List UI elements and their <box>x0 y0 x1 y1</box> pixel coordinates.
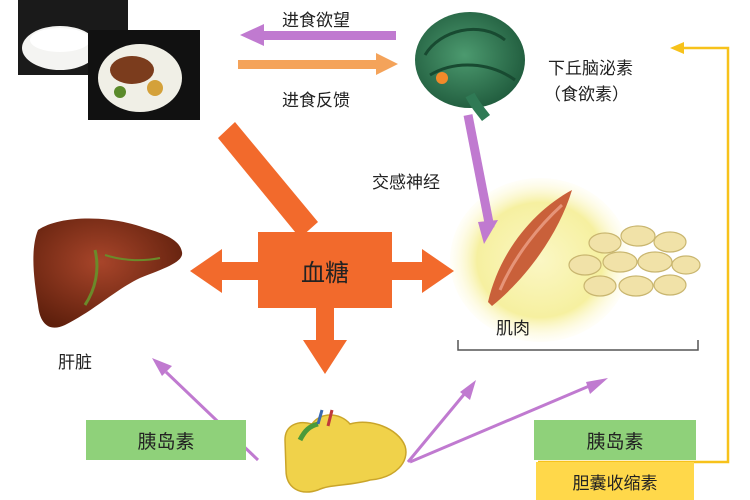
insulin-to-muscle-arrow-1 <box>406 380 476 463</box>
steak-icon <box>110 56 154 84</box>
blood-sugar-box <box>258 232 392 308</box>
pancreas-icon <box>284 409 407 493</box>
muscle-bracket <box>457 340 699 351</box>
label-hormone-line1: 下丘脑泌素 <box>548 59 633 79</box>
muscle-icon <box>488 190 572 306</box>
vegetable-icon <box>114 86 126 98</box>
blood-to-liver-arrow <box>190 249 260 293</box>
food-to-blood-arrow <box>218 122 318 238</box>
fat-cells-icon <box>568 225 701 297</box>
blood-to-pancreas-arrow <box>303 306 347 374</box>
label-insulin-right: 胰岛素 <box>586 430 644 453</box>
appetite-arrow <box>240 24 396 46</box>
brain-icon <box>415 12 525 122</box>
label-muscle: 肌肉 <box>496 319 530 339</box>
feedback-arrow <box>238 53 398 75</box>
hypothalamus-icon <box>436 72 448 84</box>
insulin-box-right <box>534 420 696 460</box>
label-sympathetic: 交感神经 <box>372 173 440 193</box>
label-appetite: 进食欲望 <box>282 11 350 31</box>
label-blood-sugar: 血糖 <box>301 258 349 287</box>
gallbladder-icon <box>297 421 319 442</box>
food-image <box>18 0 200 120</box>
blood-to-muscle-arrow <box>390 249 454 293</box>
label-insulin-left: 胰岛素 <box>137 430 195 453</box>
vegetable-icon <box>147 80 163 96</box>
rice-icon <box>30 28 90 52</box>
sympathetic-arrow <box>463 114 498 244</box>
liver-icon <box>33 218 183 328</box>
vessel-icon <box>316 409 324 425</box>
label-hormone-line2: （食欲素） <box>544 85 629 105</box>
insulin-to-muscle-arrow-2 <box>409 378 608 464</box>
label-liver: 肝脏 <box>58 353 92 373</box>
insulin-box-left <box>86 420 246 460</box>
vessel-icon <box>326 409 334 427</box>
hormone-arrowhead <box>670 42 684 54</box>
label-feedback: 进食反馈 <box>282 91 350 111</box>
label-cck: 胆囊收缩素 <box>572 473 658 494</box>
cck-box <box>536 462 694 500</box>
